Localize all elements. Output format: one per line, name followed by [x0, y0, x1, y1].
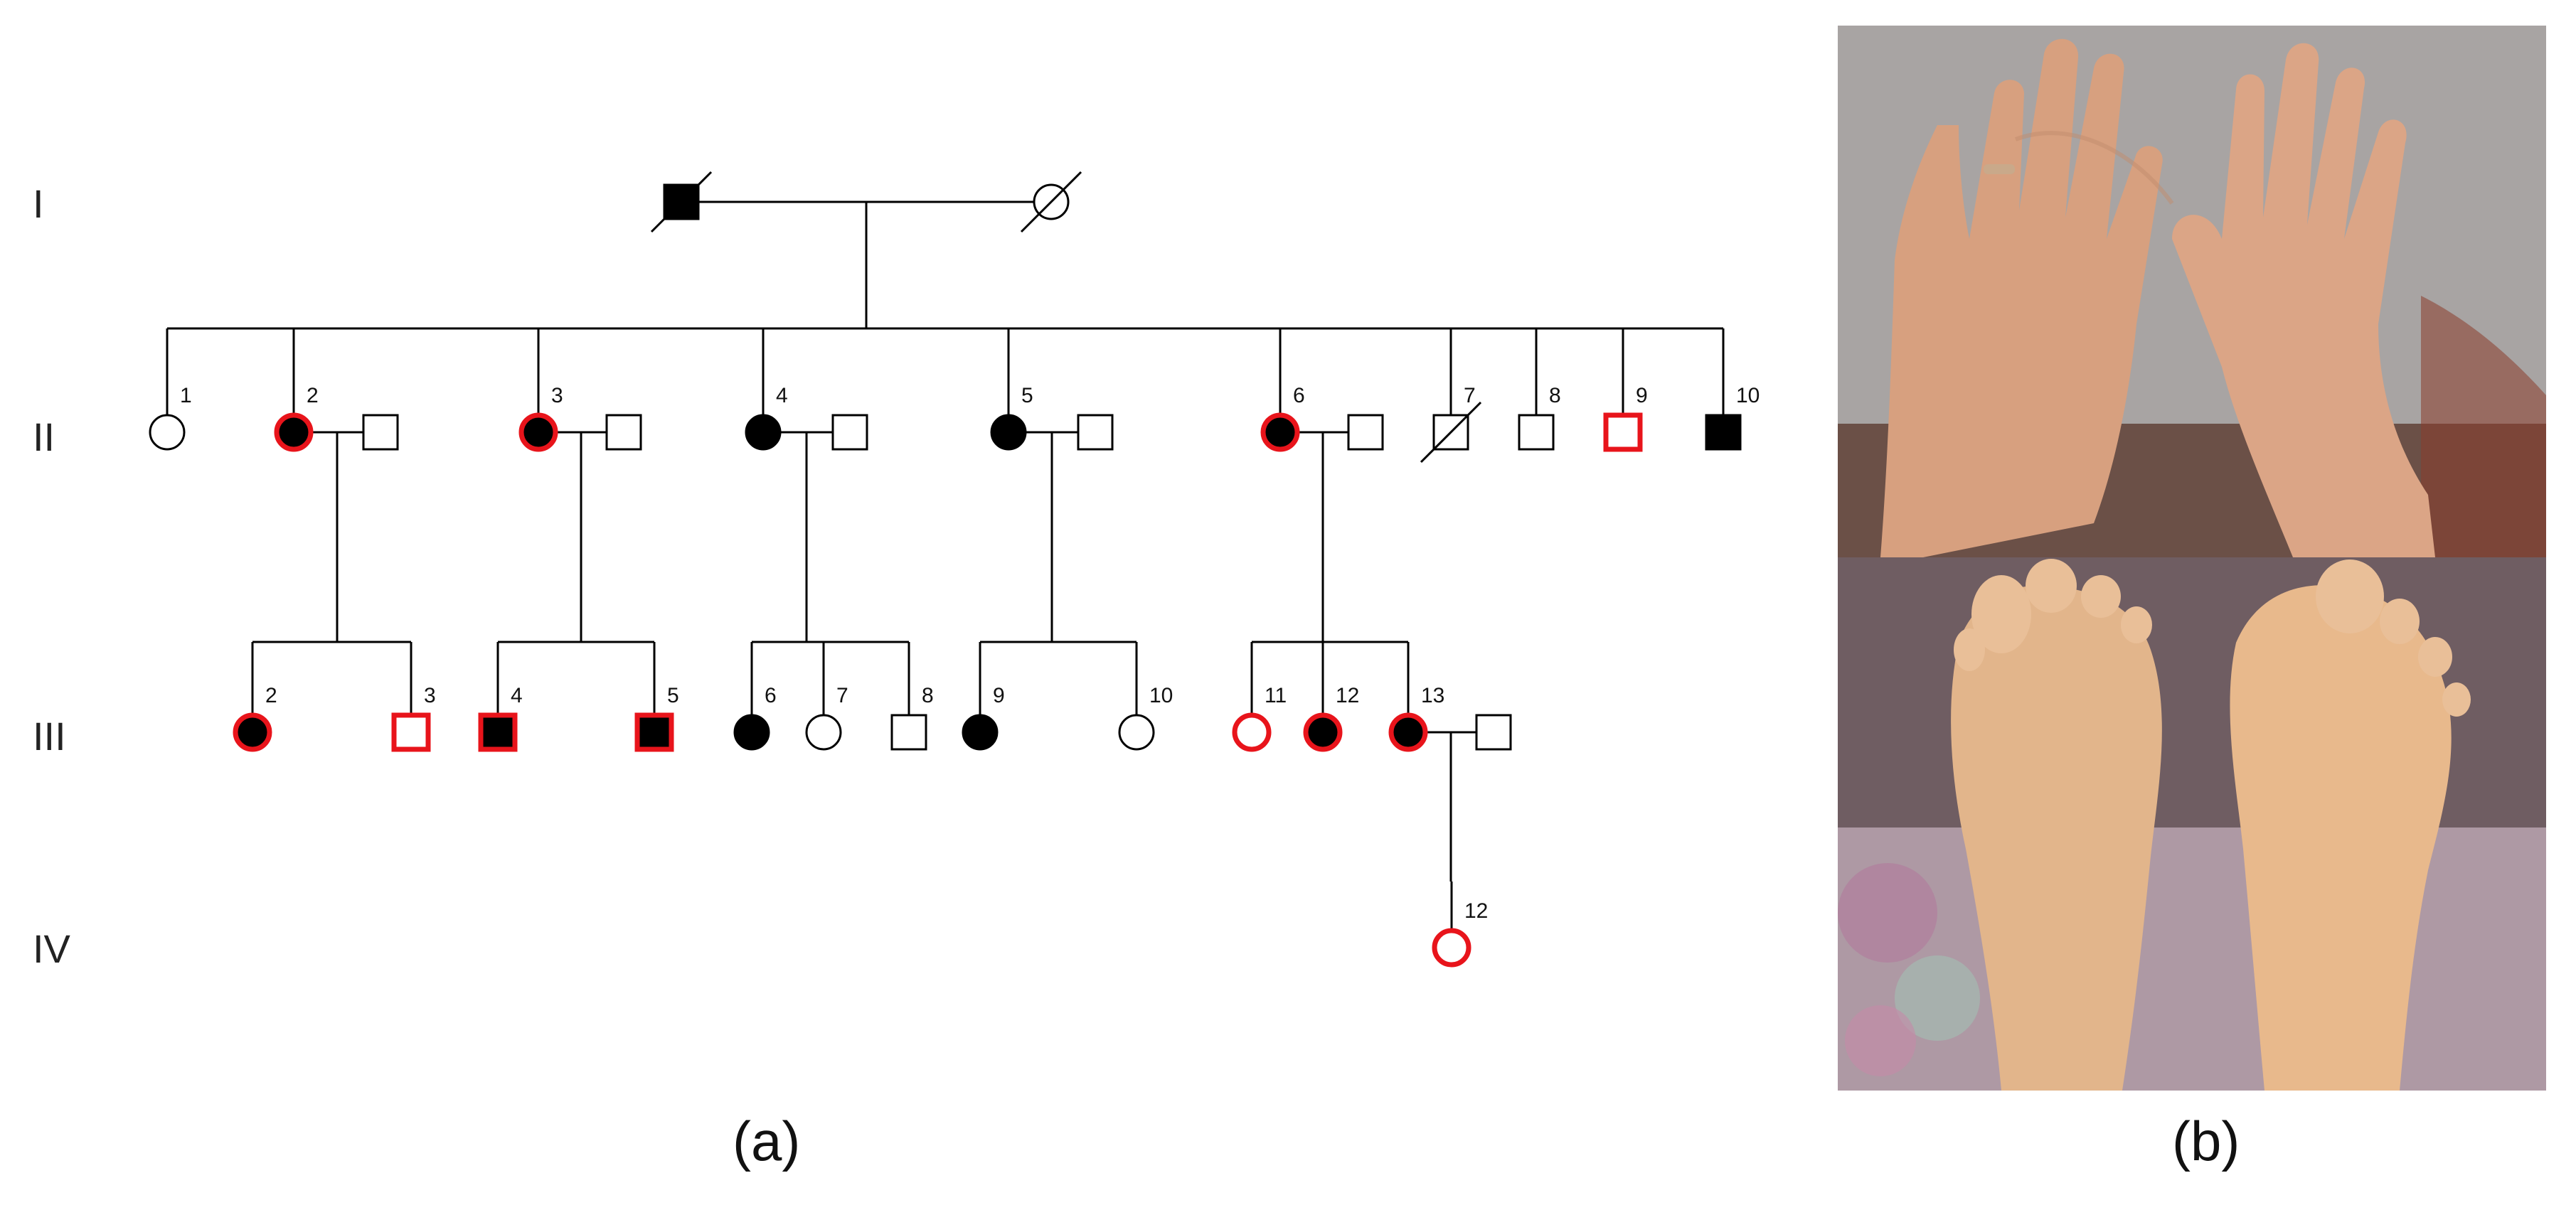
individual-number: 3: [424, 684, 436, 707]
individual-i-1: [650, 171, 713, 233]
individual-number: 6: [1293, 384, 1305, 407]
individual-iii-11: 11: [1232, 684, 1287, 752]
individual-iii-5: 5: [634, 684, 679, 752]
individual-ii-9: 9: [1603, 384, 1648, 452]
female-circle: [1432, 928, 1471, 968]
individual-number: 9: [1636, 384, 1648, 407]
female-circle: [1118, 714, 1155, 751]
generation-label-iv: IV: [33, 926, 70, 971]
individual-iii-4: 4: [478, 684, 523, 752]
individual-ii-1: 1: [149, 384, 192, 451]
female-circle: [745, 414, 782, 451]
palms-photo: [1838, 26, 2546, 557]
female-circle: [1303, 712, 1343, 752]
individual-ii-8: 8: [1518, 384, 1561, 451]
individual-number: 4: [776, 384, 788, 407]
male-square: [391, 712, 431, 752]
female-circle: [805, 714, 842, 751]
male-square: [362, 414, 399, 451]
male-square: [634, 712, 674, 752]
individual-number: 2: [265, 684, 277, 707]
individual-number: 13: [1421, 684, 1444, 707]
individual-ii-6: 6: [1260, 384, 1305, 452]
individual-iii-6: 6: [733, 684, 777, 751]
individual-number: 5: [1021, 384, 1033, 407]
generation-label-iii: III: [33, 714, 66, 759]
generation-label-i: I: [33, 181, 44, 226]
female-circle: [733, 714, 770, 751]
male-square: [1347, 414, 1384, 451]
individual-number: 5: [667, 684, 679, 707]
individual-ii-6s: [1347, 414, 1384, 451]
soles-photo: [1838, 557, 2546, 1091]
individual-iii-13: 13: [1388, 684, 1444, 752]
individual-number: 4: [511, 684, 523, 707]
male-square: [1603, 412, 1643, 452]
individual-iii-3: 3: [391, 684, 436, 752]
male-square: [605, 414, 642, 451]
individual-ii-5: 5: [990, 384, 1033, 451]
female-circle: [1260, 412, 1300, 452]
individual-ii-3: 3: [518, 384, 563, 452]
individual-iii-7: 7: [805, 684, 848, 751]
individual-number: 7: [836, 684, 848, 707]
individual-number: 2: [307, 384, 319, 407]
individual-ii-10: 10: [1705, 384, 1760, 451]
individual-iv-12: 12: [1432, 899, 1488, 968]
panel-label-a: (a): [733, 1110, 801, 1172]
individual-iii-13s: [1475, 714, 1512, 751]
individual-number: 6: [765, 684, 777, 707]
individual-ii-4: 4: [745, 384, 788, 451]
male-square: [478, 712, 518, 752]
individual-iii-12: 12: [1303, 684, 1359, 752]
male-square: [1077, 414, 1114, 451]
individual-ii-2s: [362, 414, 399, 451]
deceased-slash: [650, 171, 713, 233]
female-circle: [274, 412, 314, 452]
male-square: [1705, 414, 1742, 451]
individual-iii-9: 9: [962, 684, 1005, 751]
individual-number: 7: [1464, 384, 1476, 407]
individual-ii-2: 2: [274, 384, 319, 452]
generation-label-ii: II: [33, 414, 55, 459]
deceased-slash: [1420, 401, 1482, 464]
individual-i-2: [1020, 171, 1082, 233]
individual-number: 12: [1336, 684, 1359, 707]
individual-number: 8: [1549, 384, 1561, 407]
individual-number: 9: [993, 684, 1005, 707]
female-circle: [233, 712, 272, 752]
male-square: [1475, 714, 1512, 751]
female-circle: [990, 414, 1027, 451]
female-circle: [1388, 712, 1428, 752]
individual-ii-5s: [1077, 414, 1114, 451]
female-circle: [962, 714, 999, 751]
individual-number: 10: [1736, 384, 1760, 407]
panel-label-b: (b): [2172, 1110, 2240, 1172]
individual-ii-3s: [605, 414, 642, 451]
individual-number: 10: [1149, 684, 1173, 707]
female-circle: [149, 414, 186, 451]
male-square: [831, 414, 868, 451]
female-circle: [1232, 712, 1272, 752]
deceased-slash: [1020, 171, 1082, 233]
individual-iii-10: 10: [1118, 684, 1173, 751]
individual-number: 11: [1265, 684, 1287, 707]
male-square: [890, 714, 927, 751]
individual-number: 3: [551, 384, 563, 407]
individual-ii-4s: [831, 414, 868, 451]
individual-number: 12: [1464, 899, 1488, 923]
male-square: [1518, 414, 1555, 451]
individual-iii-2: 2: [233, 684, 277, 752]
individual-number: 1: [180, 384, 192, 407]
individual-iii-8: 8: [890, 684, 934, 751]
female-circle: [518, 412, 558, 452]
clinical-photos: (b): [1838, 26, 2546, 1172]
individual-number: 8: [922, 684, 934, 707]
individual-ii-7: 7: [1420, 384, 1482, 464]
